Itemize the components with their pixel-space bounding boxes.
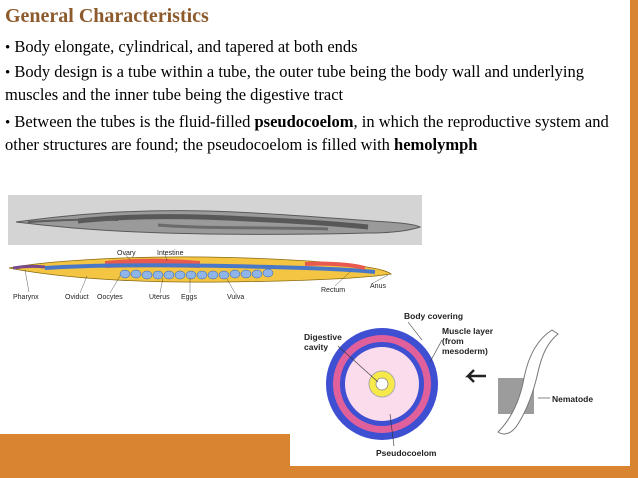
bullet-text-pre: Between the tubes is the fluid-filled	[14, 112, 255, 131]
label-cavity: cavity	[304, 342, 328, 352]
label-rectum: Rectum	[321, 287, 345, 294]
nematode-micrograph	[8, 195, 422, 245]
bullet-glyph: •	[5, 40, 11, 56]
digestive-cavity	[375, 377, 389, 391]
label-muscle-layer: Muscle layer	[442, 326, 494, 336]
label-anus: Anus	[370, 283, 386, 290]
label-uterus: Uterus	[149, 294, 170, 301]
label-oviduct: Oviduct	[65, 294, 89, 301]
arrow-icon	[465, 369, 486, 383]
label-intestine: Intestine	[157, 250, 184, 257]
nematode-anatomy-diagram: Ovary Intestine Pharynx Oviduct Oocytes …	[5, 248, 403, 303]
label-from: (from	[442, 336, 464, 346]
bullet-glyph: •	[5, 65, 11, 81]
label-pharynx: Pharynx	[13, 294, 39, 301]
bullet-text-mid: , in which the reproductive system and o…	[5, 112, 609, 154]
label-nematode: Nematode	[552, 394, 593, 404]
slide-title: General Characteristics	[5, 5, 209, 27]
label-mesoderm: mesoderm)	[442, 346, 488, 356]
bullet-pseudocoelom: • Between the tubes is the fluid-filled …	[5, 111, 630, 156]
right-accent-bar	[630, 0, 638, 478]
label-ovary: Ovary	[117, 250, 136, 257]
bullet-text: Body elongate, cylindrical, and tapered …	[14, 37, 358, 56]
label-oocytes: Oocytes	[97, 294, 123, 301]
label-body-covering: Body covering	[404, 311, 463, 321]
bullet-glyph: •	[5, 115, 11, 131]
cross-section-diagram: Body covering Digestive cavity Muscle la…	[290, 306, 630, 466]
term-hemolymph: hemolymph	[394, 135, 478, 154]
bullet-tube-within-tube: • Body design is a tube within a tube, t…	[5, 61, 630, 106]
bullet-body-shape: • Body elongate, cylindrical, and tapere…	[5, 36, 630, 59]
term-pseudocoelom: pseudocoelom	[254, 112, 354, 131]
label-digestive: Digestive	[304, 332, 342, 342]
bullet-text: Body design is a tube within a tube, the…	[5, 62, 584, 104]
nematode-worm-icon	[497, 329, 559, 435]
label-vulva: Vulva	[227, 294, 244, 301]
label-pseudocoelom: Pseudocoelom	[376, 448, 437, 458]
label-eggs: Eggs	[181, 294, 197, 301]
